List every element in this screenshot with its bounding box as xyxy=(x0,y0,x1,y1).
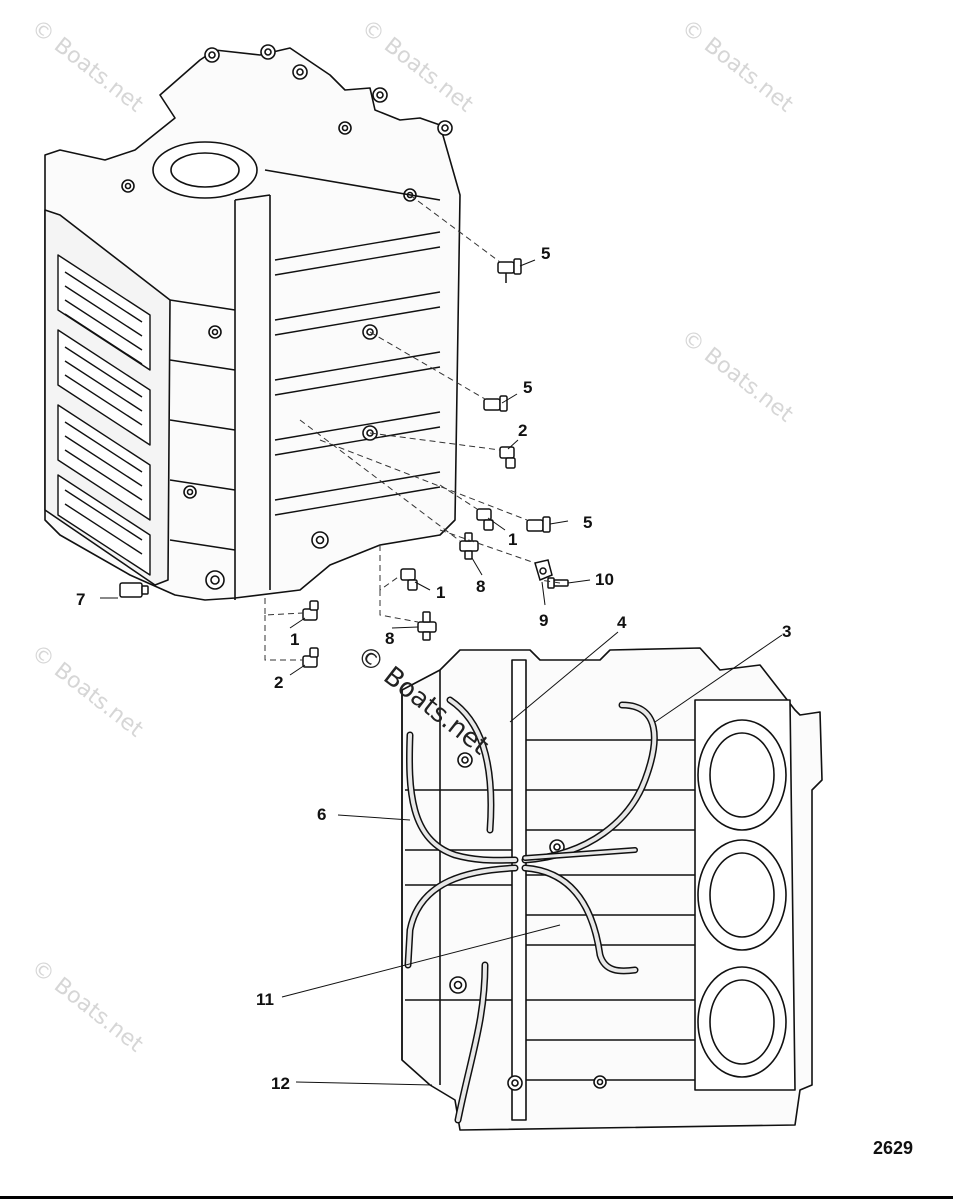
callout-2: 2 xyxy=(274,673,283,692)
assembly-lines xyxy=(264,194,561,661)
callout-4: 4 xyxy=(617,613,627,632)
screw-10 xyxy=(547,577,569,589)
watermark-text: © Boats.net xyxy=(676,15,797,118)
watermark-text: © Boats.net xyxy=(26,955,147,1058)
callout-11: 11 xyxy=(256,990,274,1009)
callout-7: 7 xyxy=(76,590,85,609)
callout-1: 1 xyxy=(436,583,445,602)
tee-fitting-8a xyxy=(459,532,479,560)
callout-12: 12 xyxy=(271,1074,290,1093)
watermark-text: © Boats.net xyxy=(26,640,147,743)
elbow-fitting-1b xyxy=(400,568,418,591)
callout-1: 1 xyxy=(508,530,517,549)
watermark-text: © Boats.net xyxy=(356,15,477,118)
callout-10: 10 xyxy=(595,570,614,589)
elbow-fitting-2b xyxy=(302,647,319,668)
callout-2: 2 xyxy=(518,421,527,440)
cylinder-bores xyxy=(694,699,796,1091)
callout-5: 5 xyxy=(523,378,532,397)
leader-lines xyxy=(100,259,783,1086)
watermark-text: © Boats.net xyxy=(676,325,797,428)
elbow-fitting-1a xyxy=(476,508,494,531)
elbow-fitting-5c xyxy=(526,516,551,533)
figure-number: 2629 xyxy=(872,1138,913,1158)
callout-5: 5 xyxy=(541,244,550,263)
tee-fitting-8b xyxy=(417,611,437,641)
elbow-fitting-2a xyxy=(499,446,516,469)
lower-cylinder-block xyxy=(401,647,823,1131)
upper-cylinder-block xyxy=(44,44,461,601)
callout-8: 8 xyxy=(385,629,394,648)
callout-8: 8 xyxy=(476,577,485,596)
port-windows xyxy=(57,254,151,576)
bottom-divider xyxy=(0,1196,953,1199)
callout-9: 9 xyxy=(539,611,548,630)
callout-5: 5 xyxy=(583,513,592,532)
cooling-ribs xyxy=(169,231,441,551)
elbow-fitting-5a xyxy=(497,258,522,283)
hoses xyxy=(404,696,658,1124)
fittings xyxy=(119,258,569,668)
callout-3: 3 xyxy=(782,622,791,641)
callout-1: 1 xyxy=(290,630,299,649)
sensor-7 xyxy=(119,582,149,598)
clamp-9 xyxy=(534,559,553,582)
elbow-fitting-5b xyxy=(483,395,508,412)
callout-labels: 5 5 2 5 1 8 10 9 1 8 1 2 7 4 3 6 11 12 xyxy=(76,244,791,1093)
elbow-fitting-1c xyxy=(302,600,319,621)
watermark-text: © Boats.net xyxy=(26,15,147,118)
callout-6: 6 xyxy=(317,805,326,824)
